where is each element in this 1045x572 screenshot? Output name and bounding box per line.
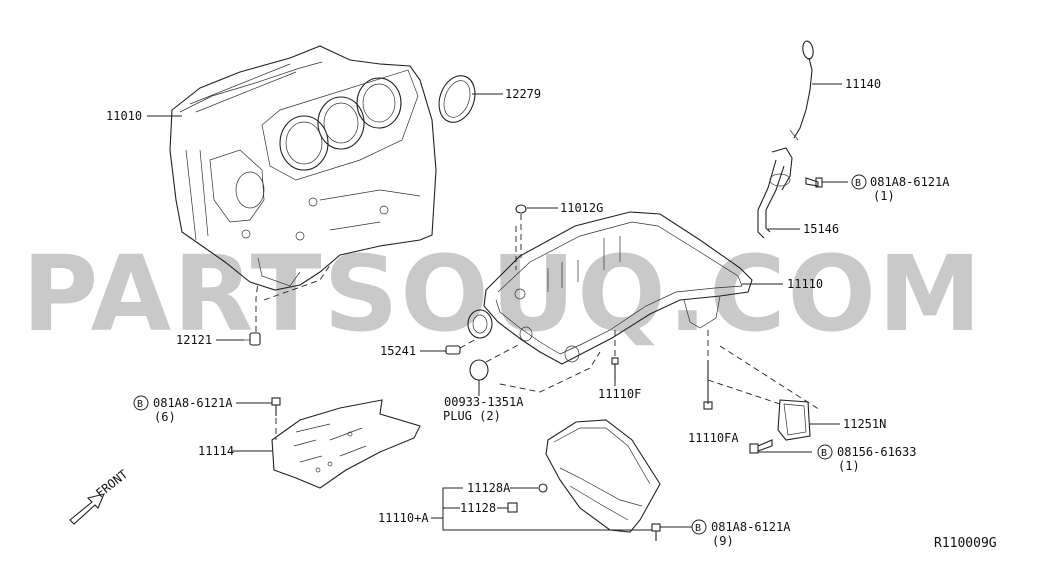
front-arrow-icon <box>69 493 105 525</box>
front-label: FRONT <box>93 467 130 500</box>
label-081a8-1-qty: (1) <box>873 189 895 203</box>
dash-11012g <box>515 214 522 270</box>
bolt-081a8-9[interactable] <box>651 523 661 541</box>
b-marker-4 <box>691 519 707 535</box>
bracket-11110a <box>442 487 652 531</box>
label-12121[interactable]: 12121 <box>176 333 212 347</box>
b-marker-1 <box>851 174 867 190</box>
label-081a8-1[interactable]: 081A8-6121A <box>870 175 950 189</box>
washer-11128a[interactable] <box>538 483 548 493</box>
lower-oil-pan[interactable] <box>545 419 661 533</box>
label-00933[interactable]: 00933-1351A <box>444 395 524 409</box>
oil-gauge-guide[interactable] <box>757 147 793 239</box>
drain-plug-11128[interactable] <box>507 502 518 513</box>
dash-15241 <box>459 337 479 349</box>
label-081a8-9-qty: (9) <box>712 534 734 548</box>
label-08156[interactable]: 08156-61633 <box>837 445 916 459</box>
watermark: PARTSOUQ.COM <box>22 233 983 355</box>
label-11128a[interactable]: 11128A <box>467 481 511 495</box>
label-11110fa[interactable]: 11110FA <box>688 431 739 445</box>
washer-11012g[interactable] <box>515 204 527 214</box>
label-11110f[interactable]: 11110F <box>598 387 641 401</box>
guide-bolt[interactable] <box>805 177 823 188</box>
b-marker-4-letter: B <box>695 523 701 534</box>
label-11010[interactable]: 11010 <box>106 109 142 123</box>
label-081a8-6-qty: (6) <box>154 410 176 424</box>
b-marker-2-letter: B <box>821 448 827 459</box>
bolt-11110f[interactable] <box>611 357 619 380</box>
label-11251n[interactable]: 11251N <box>843 417 886 431</box>
rear-oil-seal[interactable] <box>433 71 481 128</box>
dash-11251n <box>707 345 821 411</box>
engine-block[interactable] <box>169 45 437 291</box>
b-marker-1-letter: B <box>855 178 861 189</box>
label-15146[interactable]: 15146 <box>803 222 839 236</box>
b-marker-2 <box>817 444 833 460</box>
label-081a8-9[interactable]: 081A8-6121A <box>711 520 791 534</box>
label-11114[interactable]: 11114 <box>198 444 234 458</box>
baffle-plate-11114[interactable] <box>271 399 421 489</box>
label-00933-plug: PLUG (2) <box>443 409 501 423</box>
oil-level-gauge[interactable] <box>789 40 814 141</box>
label-11128[interactable]: 11128 <box>460 501 496 515</box>
bolt-081a8-6[interactable] <box>271 397 281 416</box>
label-12279[interactable]: 12279 <box>505 87 541 101</box>
sensor-12121[interactable] <box>244 332 261 346</box>
label-08156-qty: (1) <box>838 459 860 473</box>
label-11110[interactable]: 11110 <box>787 277 823 291</box>
b-marker-3 <box>133 395 149 411</box>
dash-12121 <box>255 281 259 332</box>
upper-oil-pan[interactable] <box>467 211 753 365</box>
diagram-id: R110009G <box>934 536 997 551</box>
dash-block-a <box>263 261 333 301</box>
plug-00933[interactable] <box>469 359 489 381</box>
b-marker-3-letter: B <box>137 399 143 410</box>
label-11110a[interactable]: 11110+A <box>378 511 429 525</box>
label-15241[interactable]: 15241 <box>380 344 416 358</box>
dowel-15241[interactable] <box>445 345 461 355</box>
dash-plug <box>485 343 601 393</box>
gasket-11251n[interactable] <box>777 399 811 441</box>
bolt-11110fa[interactable] <box>703 360 713 410</box>
label-11012g[interactable]: 11012G <box>560 201 603 215</box>
label-081a8-6[interactable]: 081A8-6121A <box>153 396 233 410</box>
bolt-08156[interactable] <box>749 439 773 454</box>
label-11140[interactable]: 11140 <box>845 77 881 91</box>
